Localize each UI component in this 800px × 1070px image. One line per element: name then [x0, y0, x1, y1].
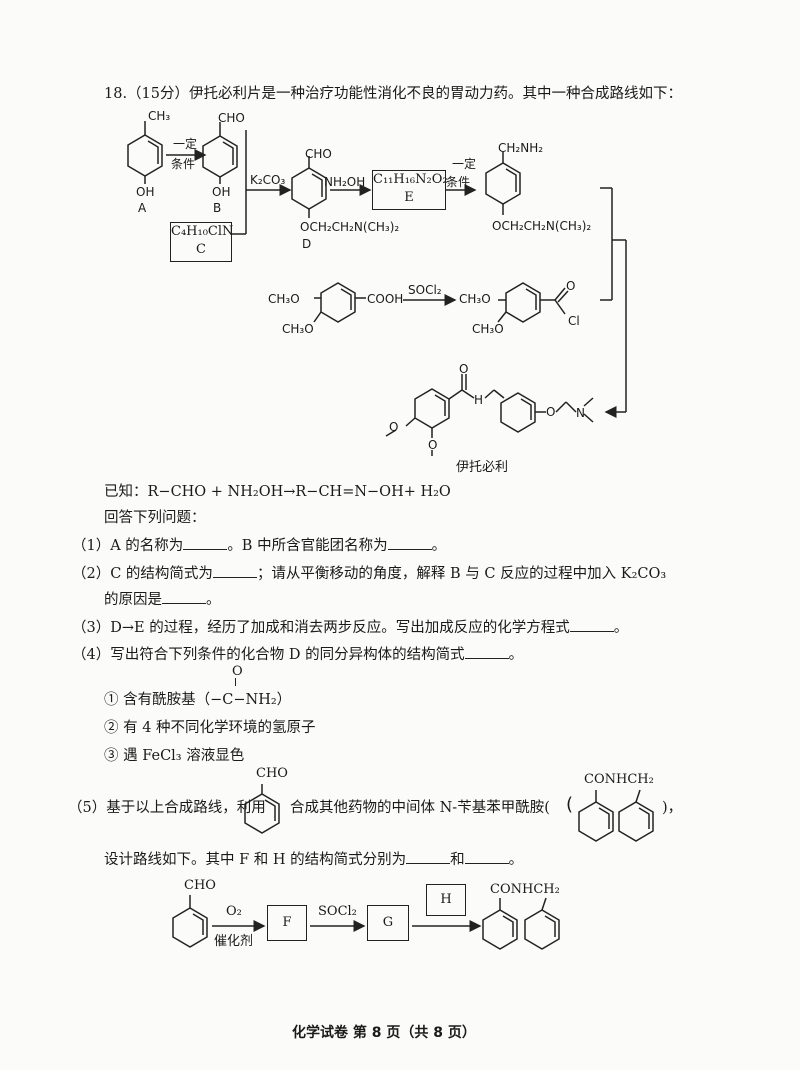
- q3-text-b: 。: [613, 620, 629, 636]
- D-ether: OCH₂CH₂N(CH₃)₂: [300, 220, 399, 234]
- q4-text-a: （4）写出符合下列条件的化合物 D 的同分异构体的结构简式: [72, 647, 465, 663]
- chloride-methoxy-2: CH₃O: [472, 322, 504, 336]
- question-2: （2）C 的结构简式为 ；请从平衡移动的角度，解释 B 与 C 反应的过程中加入 …: [72, 562, 666, 583]
- product-nh: H: [474, 393, 483, 407]
- blank-2a[interactable]: [212, 563, 257, 578]
- product-methoxy-o2: O: [428, 438, 437, 452]
- q1-text-c: 。: [431, 538, 447, 554]
- C-label: C: [196, 242, 206, 257]
- question-1: （1）A 的名称为 。B 中所含官能团名称为 。: [72, 534, 446, 555]
- product-carbonyl-o: O: [459, 362, 468, 376]
- q5-end: )，: [662, 800, 683, 816]
- B-oh: OH: [212, 185, 230, 199]
- k2co3-label: K₂CO₃: [250, 173, 286, 187]
- benzene-ring-amine: [485, 162, 521, 205]
- A-label: A: [138, 201, 147, 215]
- A-substituent: CH₃: [148, 109, 170, 123]
- answer-prompt: 回答下列问题：: [104, 510, 206, 526]
- blank-5a[interactable]: [406, 849, 451, 864]
- route-conh: CONHCH₂: [490, 882, 560, 897]
- known-reaction: 已知：R−CHO + NH₂OH→R−CH=N−OH+ H₂O: [104, 484, 451, 500]
- acid-methoxy-1: CH₃O: [268, 292, 300, 306]
- box-C: C₄H₁₀ClN C: [170, 222, 234, 262]
- product-methoxy-o1: O: [389, 420, 398, 434]
- q5-start: （5）基于以上合成路线，利用: [68, 800, 266, 816]
- product-ether-o: O: [546, 405, 555, 419]
- condition-2: ② 有 4 种不同化学环境的氢原子: [104, 720, 316, 736]
- chloride-o: O: [566, 279, 575, 293]
- C-formula: C₄H₁₀ClN: [171, 224, 234, 239]
- page-footer: 化学试卷 第 8 页（共 8 页）: [292, 1025, 476, 1041]
- blank-1a[interactable]: [183, 535, 228, 550]
- route-o2: O₂: [226, 904, 242, 919]
- acid-cooh: COOH: [367, 292, 403, 306]
- benzene-ring-acid: [320, 282, 356, 323]
- q2-text-b: ；请从平衡移动的角度，解释 B 与 C 反应的过程中加入 K₂CO₃: [256, 566, 667, 582]
- cond1-top: 一定: [173, 136, 197, 151]
- benzene-ring-A: [127, 134, 163, 177]
- blank-5b[interactable]: [464, 849, 509, 864]
- q5-text-a: 设计路线如下。其中 F 和 H 的结构简式分别为: [104, 852, 407, 868]
- q1-text-a: （1）A 的名称为: [72, 538, 184, 554]
- condition-3: ③ 遇 FeCl₃ 溶液显色: [104, 748, 245, 764]
- q3-text-a: （3）D→E 的过程，经历了加成和消去两步反应。写出加成反应的化学方程式: [72, 620, 570, 636]
- route-catalyst: 催化剂: [214, 934, 254, 949]
- blank-3[interactable]: [569, 617, 614, 632]
- benzene-ring-B: [202, 135, 238, 178]
- A-oh: OH: [136, 185, 154, 199]
- question-3: （3）D→E 的过程，经历了加成和消去两步反应。写出加成反应的化学方程式 。: [72, 616, 628, 637]
- blank-4[interactable]: [464, 644, 509, 659]
- cond1-bottom: 条件: [171, 157, 195, 171]
- benzene-ring-D: [291, 167, 327, 210]
- q2-text-a: （2）C 的结构简式为: [72, 566, 213, 582]
- benzene-ring-product-right: [500, 392, 536, 433]
- route-cho: CHO: [184, 878, 216, 893]
- question-4: （4）写出符合下列条件的化合物 D 的同分异构体的结构简式 。: [72, 643, 523, 664]
- box-F: F: [267, 905, 307, 941]
- q2-text-d: 。: [206, 592, 221, 608]
- blank-2b[interactable]: [162, 589, 206, 604]
- cond2-top: 一定: [452, 156, 476, 171]
- q5-mid: 合成其他药物的中间体 N-苄基苯甲酰胺(: [290, 800, 550, 816]
- q1-text-b: 。B 中所含官能团名称为: [227, 538, 388, 554]
- acid-methoxy-2: CH₃O: [282, 322, 314, 336]
- chloride-methoxy-1: CH₃O: [459, 292, 491, 306]
- E-label: E: [404, 190, 414, 205]
- q5-amide-conh: CONHCH₂: [584, 772, 654, 787]
- q4-text-b: 。: [508, 647, 524, 663]
- condition-1: ① 含有酰胺基（−C−NH₂）: [104, 692, 292, 708]
- q5-benzaldehyde-cho: CHO: [256, 766, 288, 781]
- box-H: H: [426, 884, 466, 916]
- question-2-cont: 的原因是 。: [104, 588, 221, 609]
- amide-oxygen: O: [232, 664, 243, 679]
- B-label: B: [213, 201, 221, 215]
- amide-double-bond: [235, 678, 237, 686]
- D-substituent: CHO: [305, 147, 332, 161]
- benzene-ring-chloride: [505, 282, 541, 323]
- q2-text-c: 的原因是: [104, 592, 162, 608]
- q5-line-2: 设计路线如下。其中 F 和 H 的结构简式分别为 和 。: [104, 848, 523, 869]
- amine-substituent: CH₂NH₂: [498, 141, 543, 155]
- nh2oh-label: NH₂OH: [324, 175, 365, 189]
- chloride-cl: Cl: [568, 314, 580, 328]
- q5-text-b: 和: [450, 852, 465, 868]
- route-socl2: SOCl₂: [318, 904, 357, 919]
- benzene-ring-product-left: [414, 388, 450, 429]
- amine-ether: OCH₂CH₂N(CH₃)₂: [492, 219, 591, 233]
- product-n: N: [576, 406, 585, 420]
- blank-1b[interactable]: [387, 535, 432, 550]
- E-formula: C₁₁H₁₆N₂O₂: [373, 172, 448, 187]
- box-E: C₁₁H₁₆N₂O₂ E: [372, 170, 448, 210]
- question-header: 18.（15分）伊托必利片是一种治疗功能性消化不良的胃动力药。其中一种合成路线如…: [104, 86, 683, 102]
- B-substituent: CHO: [218, 111, 245, 125]
- socl2-label: SOCl₂: [408, 283, 442, 297]
- q5-text-c: 。: [508, 852, 524, 868]
- box-G: G: [367, 905, 409, 941]
- D-label: D: [302, 237, 311, 251]
- cond2-bottom: 条件: [446, 175, 470, 189]
- product-name: 伊托必利: [456, 460, 509, 475]
